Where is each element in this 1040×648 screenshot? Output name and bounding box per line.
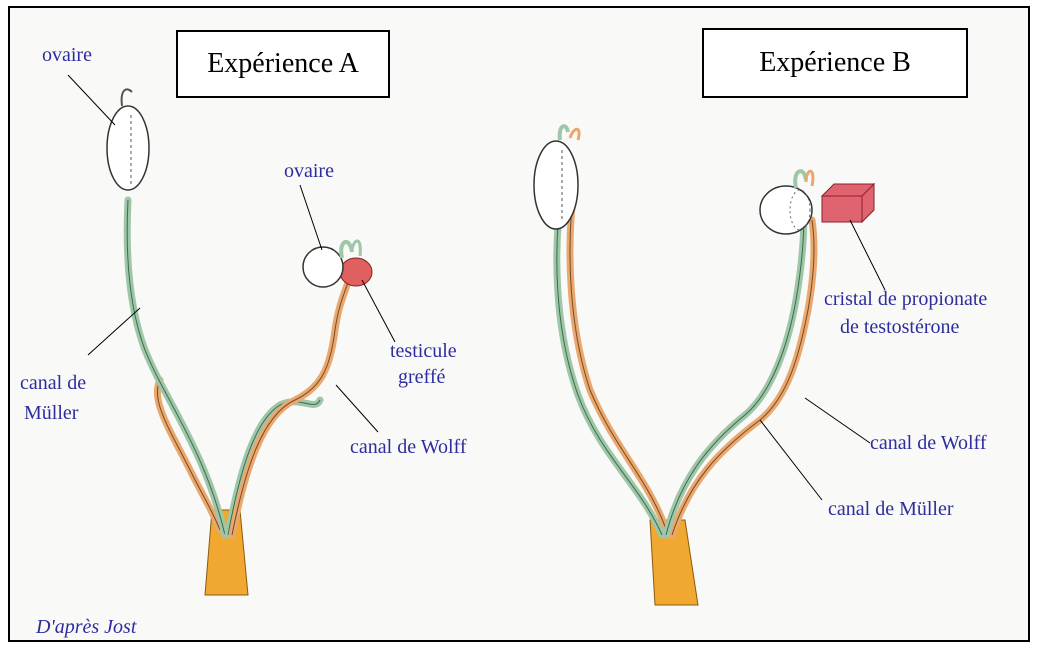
ovary-a-left	[107, 106, 149, 190]
urogenital-sinus-a	[205, 510, 248, 595]
label-ovaire-a-top: ovaire	[42, 44, 92, 67]
testosterone-crystal	[822, 184, 874, 222]
label-mueller-a-line2: Müller	[24, 402, 78, 425]
wolff-duct-a-left	[157, 380, 220, 530]
label-cristal-line2: de testostérone	[840, 316, 959, 339]
leader-mueller-a	[88, 308, 140, 355]
label-cristal-line1: cristal de propionate	[824, 288, 987, 311]
leader-mueller-b	[760, 420, 822, 500]
label-wolff-b: canal de Wolff	[870, 432, 987, 455]
wolff-duct-b-left	[570, 180, 668, 535]
experiment-b-title: Expérience B	[702, 28, 968, 98]
experiment-a-drawing	[68, 75, 395, 595]
leader-cristal	[850, 220, 885, 290]
label-ovaire-a-right: ovaire	[284, 160, 334, 183]
ovary-b-right	[760, 186, 812, 234]
wolff-duct-a-right	[232, 265, 352, 535]
leader-wolff-a	[336, 385, 378, 432]
credit-text: D'après Jost	[36, 616, 136, 639]
label-mueller-a-line1: canal de	[20, 372, 86, 395]
mueller-duct-a-left	[127, 200, 225, 535]
leader-testicule	[362, 280, 395, 342]
leader-ovaire-a-top	[68, 75, 115, 125]
label-testicule-line1: testicule	[390, 340, 457, 363]
mueller-duct-b-right	[666, 212, 804, 535]
leader-wolff-b	[805, 398, 870, 443]
ovary-a-right	[303, 247, 343, 287]
leader-ovaire-a-right	[300, 185, 322, 250]
label-testicule-line2: greffé	[398, 366, 445, 389]
ovary-b-left	[534, 141, 578, 229]
experiment-b-drawing	[534, 126, 885, 605]
testis-graft-a	[340, 258, 372, 286]
experiment-a-title: Expérience A	[176, 30, 390, 98]
label-mueller-b: canal de Müller	[828, 498, 954, 521]
label-wolff-a: canal de Wolff	[350, 436, 467, 459]
